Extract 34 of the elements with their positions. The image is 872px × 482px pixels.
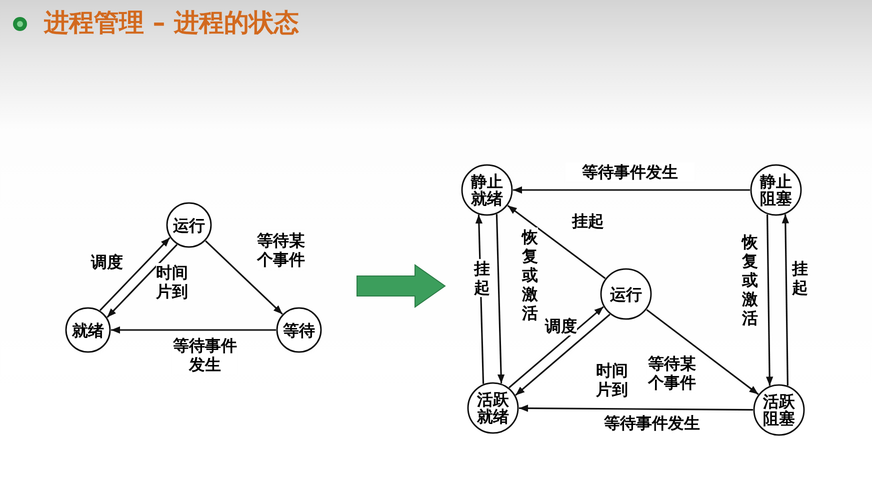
- arrow: [205, 240, 283, 315]
- edge-label: 挂起: [474, 259, 490, 297]
- arrow: [99, 237, 170, 311]
- arrow: [496, 214, 505, 384]
- state-circle: 静止就绪: [461, 164, 513, 216]
- edge-label: 挂起: [792, 259, 808, 297]
- edge-label: 等待某个事件: [648, 354, 696, 392]
- state-circle: 静止阻塞: [750, 164, 802, 216]
- state-circle: 运行: [166, 202, 212, 248]
- edge-label: 调度: [545, 316, 577, 336]
- arrow: [106, 244, 178, 318]
- state-circle: 等待: [276, 307, 322, 353]
- arrow: [519, 404, 753, 412]
- state-circle: 活跃就绪: [467, 382, 519, 434]
- edge-label: 调度: [91, 252, 123, 272]
- arrow: [782, 214, 790, 386]
- arrow: [111, 326, 276, 334]
- state-circle: 就绪: [65, 307, 111, 353]
- title: 进程管理 – 进程的状态: [44, 7, 299, 39]
- arrow: [515, 314, 610, 396]
- edge-label: 恢复或激活: [522, 228, 538, 322]
- state-circle: 活跃阻塞: [753, 384, 805, 436]
- edge-label: 等待事件发生: [173, 336, 237, 374]
- arrow: [646, 309, 759, 395]
- arrow: [507, 204, 606, 280]
- edge-label: 恢复或激活: [742, 232, 758, 328]
- edge-label: 时间片到: [596, 361, 628, 399]
- arrow: [508, 306, 604, 388]
- edge-label: 等待某个事件: [257, 231, 305, 269]
- arrow: [513, 186, 750, 194]
- edge-label: 时间片到: [156, 263, 188, 301]
- edge-label: 挂起: [572, 212, 604, 230]
- arrow: [766, 214, 774, 386]
- state-circle: 运行: [600, 268, 652, 320]
